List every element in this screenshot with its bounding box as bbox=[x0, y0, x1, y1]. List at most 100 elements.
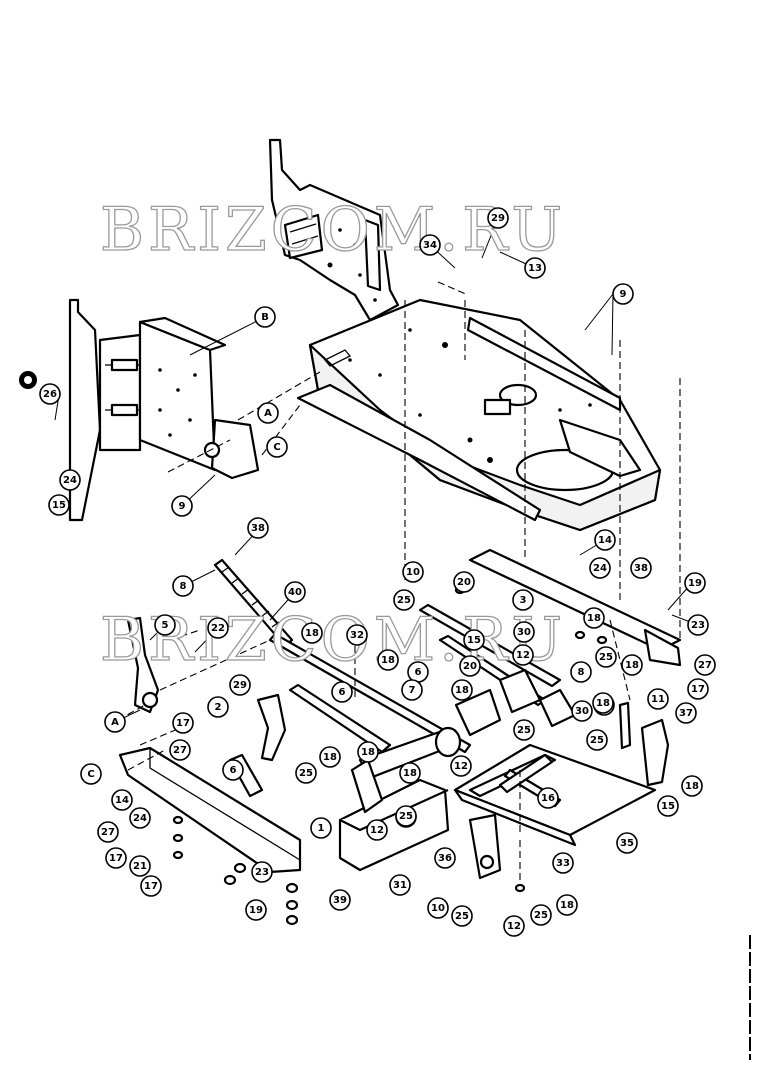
part-callout: 19 bbox=[245, 899, 267, 921]
assembly-lines-upper bbox=[167, 281, 681, 640]
part-callout: 8 bbox=[570, 661, 592, 683]
part-callout: 23 bbox=[251, 861, 273, 883]
part-callout: 17 bbox=[105, 847, 127, 869]
part-callout-label: C bbox=[87, 769, 94, 780]
part-callout-label: 8 bbox=[180, 581, 187, 592]
part-callout: 17 bbox=[687, 678, 709, 700]
small-levers bbox=[228, 668, 632, 798]
part-callout-label: 15 bbox=[467, 635, 481, 646]
part-callout: 21 bbox=[129, 855, 151, 877]
part-callout: 19 bbox=[684, 572, 706, 594]
part-callout-label: 25 bbox=[299, 768, 313, 779]
part-callout: 16 bbox=[537, 787, 559, 809]
part-callout-label: 35 bbox=[620, 838, 634, 849]
part-callout: C bbox=[266, 436, 288, 458]
part-callout: 25 bbox=[586, 729, 608, 751]
bracket-37 bbox=[640, 718, 670, 787]
part-callout-label: A bbox=[264, 408, 272, 419]
part-callout-label: 39 bbox=[333, 895, 347, 906]
part-callout: 27 bbox=[169, 739, 191, 761]
part-callout: 10 bbox=[402, 561, 424, 583]
part-callout-label: 27 bbox=[173, 745, 187, 756]
part-callout: 18 bbox=[399, 762, 421, 784]
part-callout-label: 18 bbox=[403, 768, 417, 779]
part-callout-label: 19 bbox=[249, 905, 263, 916]
part-callout-label: 36 bbox=[438, 853, 452, 864]
part-callout-label: 18 bbox=[323, 752, 337, 763]
part-callout-label: 26 bbox=[43, 389, 57, 400]
part-callout: 39 bbox=[329, 889, 351, 911]
part-callout: 5 bbox=[154, 614, 176, 636]
part-callout-label: 18 bbox=[625, 660, 639, 671]
front-axle-bar bbox=[118, 746, 302, 874]
part-callout: 25 bbox=[530, 904, 552, 926]
part-callout-label: 32 bbox=[350, 630, 364, 641]
part-callout-label: 16 bbox=[541, 793, 555, 804]
part-callout: 18 bbox=[319, 746, 341, 768]
part-callout-label: 25 bbox=[517, 725, 531, 736]
part-callout-label: 8 bbox=[578, 667, 585, 678]
part-callout: 17 bbox=[172, 712, 194, 734]
pedal-lever bbox=[126, 616, 160, 714]
part-callout-label: 23 bbox=[691, 620, 705, 631]
part-callout-label: 12 bbox=[454, 761, 468, 772]
part-callout: 40 bbox=[284, 581, 306, 603]
part-callout: 15 bbox=[463, 629, 485, 651]
part-callout: 22 bbox=[207, 617, 229, 639]
part-callout-label: 25 bbox=[599, 652, 613, 663]
part-callout: 20 bbox=[453, 571, 475, 593]
part-callout-label: 29 bbox=[233, 680, 247, 691]
part-callout: 12 bbox=[512, 644, 534, 666]
part-callout: A bbox=[104, 711, 126, 733]
part-callout: 17 bbox=[140, 875, 162, 897]
bracket-31 bbox=[338, 778, 450, 872]
part-callout: 7 bbox=[401, 679, 423, 701]
part-callout: C bbox=[80, 763, 102, 785]
part-callout-label: 17 bbox=[144, 881, 158, 892]
part-callout-label: 25 bbox=[397, 595, 411, 606]
part-callout: 32 bbox=[346, 624, 368, 646]
part-callout-label: 21 bbox=[133, 861, 147, 872]
part-callout-label: 31 bbox=[393, 880, 407, 891]
part-callout-label: 25 bbox=[534, 910, 548, 921]
part-callout-label: 12 bbox=[516, 650, 530, 661]
part-callout-label: 10 bbox=[431, 903, 445, 914]
part-callout: 29 bbox=[487, 207, 509, 229]
part-callout-label: 3 bbox=[520, 595, 527, 606]
part-callout: 25 bbox=[513, 719, 535, 741]
shaft-cylinder bbox=[350, 726, 462, 814]
part-callout-label: 5 bbox=[162, 620, 169, 631]
part-callout-label: 24 bbox=[63, 475, 77, 486]
part-callout: 18 bbox=[377, 649, 399, 671]
part-callout: 6 bbox=[222, 759, 244, 781]
part-callout-label: 25 bbox=[455, 911, 469, 922]
part-callout-label: 6 bbox=[415, 667, 422, 678]
fastener-stack bbox=[172, 585, 608, 926]
main-frame bbox=[296, 298, 662, 532]
part-callout: 1 bbox=[310, 817, 332, 839]
part-callout: 3 bbox=[512, 589, 534, 611]
part-callout-label: 18 bbox=[596, 698, 610, 709]
part-callout: 18 bbox=[681, 775, 703, 797]
part-callout-label: 6 bbox=[339, 687, 346, 698]
part-callout-label: 15 bbox=[52, 500, 66, 511]
bracket-36 bbox=[468, 813, 502, 880]
part-callout: 14 bbox=[594, 529, 616, 551]
cross-shaft bbox=[468, 548, 682, 667]
spring bbox=[213, 558, 294, 648]
part-callout: 11 bbox=[647, 688, 669, 710]
part-callout: 10 bbox=[427, 897, 449, 919]
part-callout: 12 bbox=[366, 819, 388, 841]
part-callout: 14 bbox=[111, 789, 133, 811]
part-callout-label: 9 bbox=[179, 501, 186, 512]
part-callout-label: 2 bbox=[215, 702, 222, 713]
part-callout: 20 bbox=[459, 655, 481, 677]
part-callout: 24 bbox=[59, 469, 81, 491]
part-callout-label: 18 bbox=[361, 747, 375, 758]
part-callout: 27 bbox=[694, 654, 716, 676]
part-callout-label: 14 bbox=[115, 795, 129, 806]
part-callout: 9 bbox=[612, 283, 634, 305]
part-callout-label: 19 bbox=[688, 578, 702, 589]
part-callout: A bbox=[257, 402, 279, 424]
